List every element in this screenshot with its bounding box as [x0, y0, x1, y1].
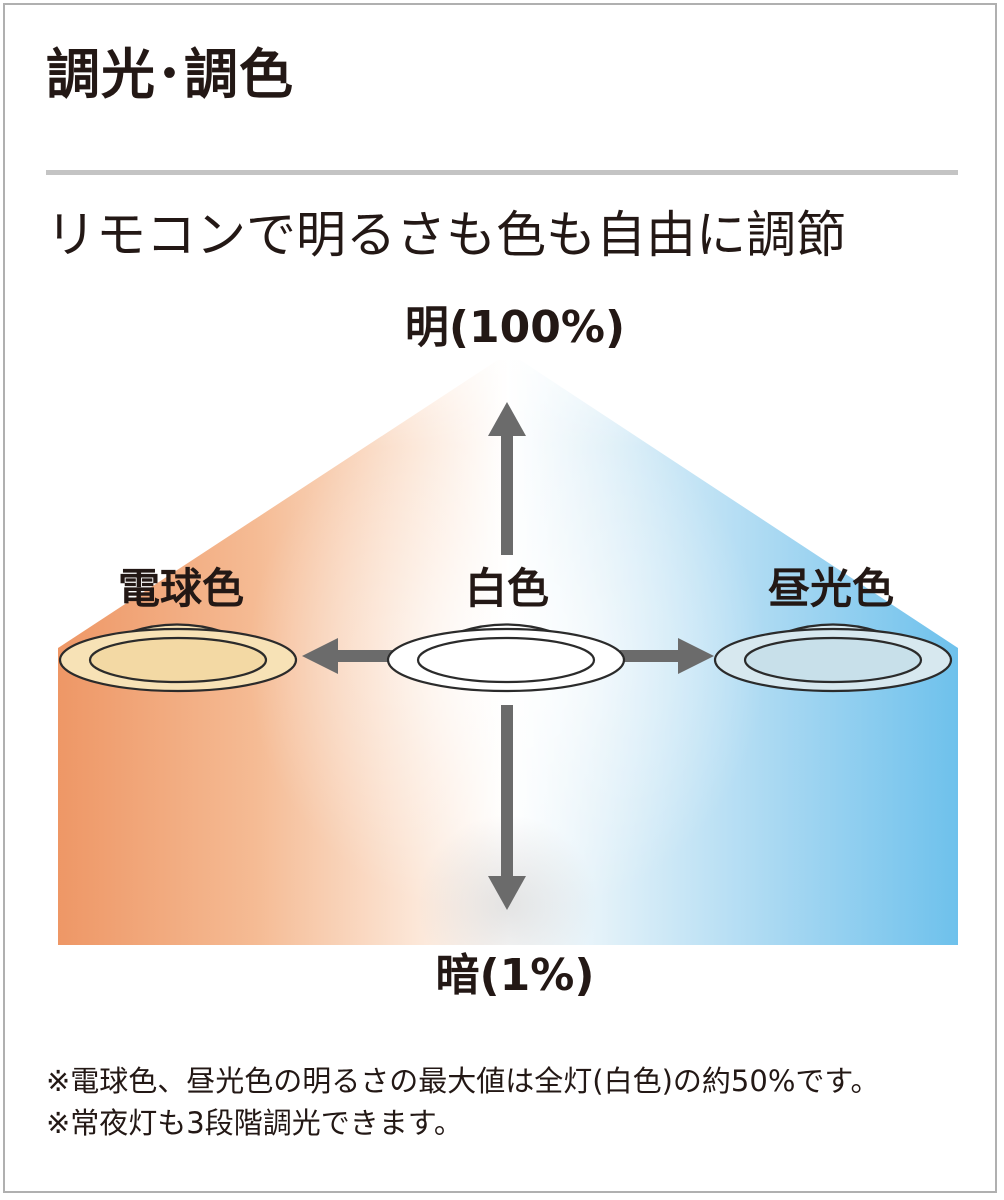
ceiling-light-daylight: [713, 623, 953, 693]
arrows: [302, 402, 714, 910]
footnote: ※電球色、昼光色の明るさの最大値は全灯(白色)の約50%です。: [46, 1064, 880, 1098]
title-divider: [46, 170, 958, 175]
footnotes: ※電球色、昼光色の明るさの最大値は全灯(白色)の約50%です。 ※常夜灯も3段階…: [46, 1060, 880, 1144]
warm-white-label: 電球色: [117, 564, 245, 613]
page-frame: [3, 3, 997, 1193]
brightness-min-label: 暗(1%): [435, 950, 595, 1001]
arrow-left-warm: [302, 638, 394, 674]
daylight-label: 昼光色: [767, 564, 895, 613]
page-subtitle: リモコンで明るさも色も自由に調節: [46, 206, 846, 264]
ceiling-light-warm: [58, 623, 298, 693]
arrow-down-darker: [488, 705, 526, 910]
arrow-up-brighter: [488, 402, 526, 555]
footnote: ※常夜灯も3段階調光できます。: [46, 1106, 463, 1141]
brightness-max-label: 明(100%): [404, 302, 626, 353]
arrow-right-daylight: [620, 638, 714, 674]
page-title: 調光･調色: [46, 43, 294, 106]
white-label: 白色: [464, 564, 550, 613]
ceiling-light-white: [386, 623, 626, 693]
